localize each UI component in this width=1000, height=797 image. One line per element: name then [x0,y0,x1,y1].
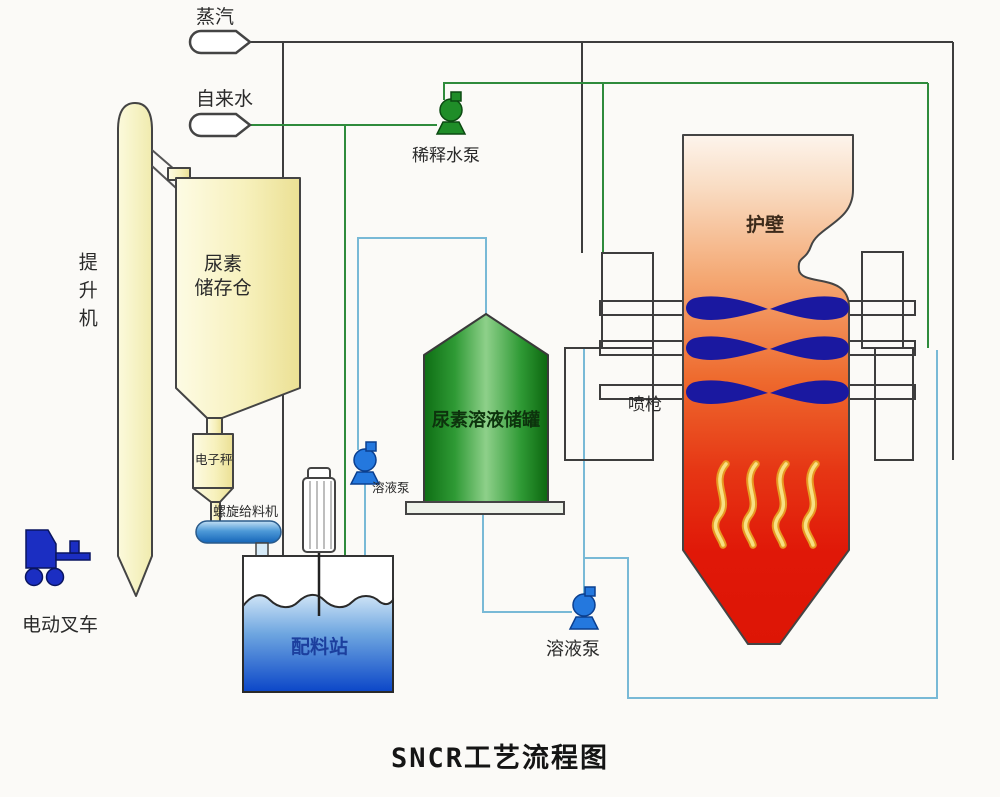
electronic-scale [192,433,234,523]
urea-silo-label: 尿素 储存仓 [180,253,266,301]
screw-feeder [195,520,282,558]
batching-liquid [242,594,394,693]
urea-silo [167,167,301,435]
pipe-water [250,82,929,556]
dilution-water-pump-icon [435,91,467,135]
urea-solution-tank [405,313,565,515]
urea-silo-label-line1: 尿素 [203,253,242,275]
pipe-solution-tank-to-lances [482,348,938,699]
batching-station-label: 配料站 [291,636,349,658]
screw-feeder-label: 螺旋给料机 [213,505,279,520]
electric-forklift-icon [24,529,91,587]
urea-silo-label-line2: 储存仓 [194,276,252,299]
flame-squiggles [711,460,820,549]
agitator-motor [302,467,336,616]
diagram-title: SNCR工艺流程图 [390,743,610,774]
electronic-scale-label: 电子秤 [195,452,233,467]
furnace-wall-label: 护壁 [746,214,785,236]
solution-pump-2-icon [568,586,600,630]
tap-water-arrow [188,112,253,138]
steam-label: 蒸汽 [196,6,235,28]
solution-pump-1-icon [349,441,381,485]
lance-manifold-left [564,252,684,461]
lance-manifold-right [847,251,916,461]
dilution-water-pump-label: 稀释水泵 [412,146,480,166]
injection-jets [686,296,849,404]
solution-pump-2-label: 溶液泵 [546,639,600,660]
solution-pump-1-label: 溶液泵 [372,480,410,495]
urea-solution-tank-label: 尿素溶液储罐 [432,410,540,431]
pipe-steam [250,41,954,556]
steam-source-arrow [188,29,253,55]
elevator-label: 提升机 [75,252,98,336]
tap-water-label: 自来水 [196,88,254,110]
spray-lance-label: 喷枪 [628,395,662,415]
pipe-solution-batching-to-tank [357,237,487,556]
tank-stand [405,501,565,515]
silo-neck [206,417,223,435]
electric-forklift-label: 电动叉车 [22,614,99,636]
